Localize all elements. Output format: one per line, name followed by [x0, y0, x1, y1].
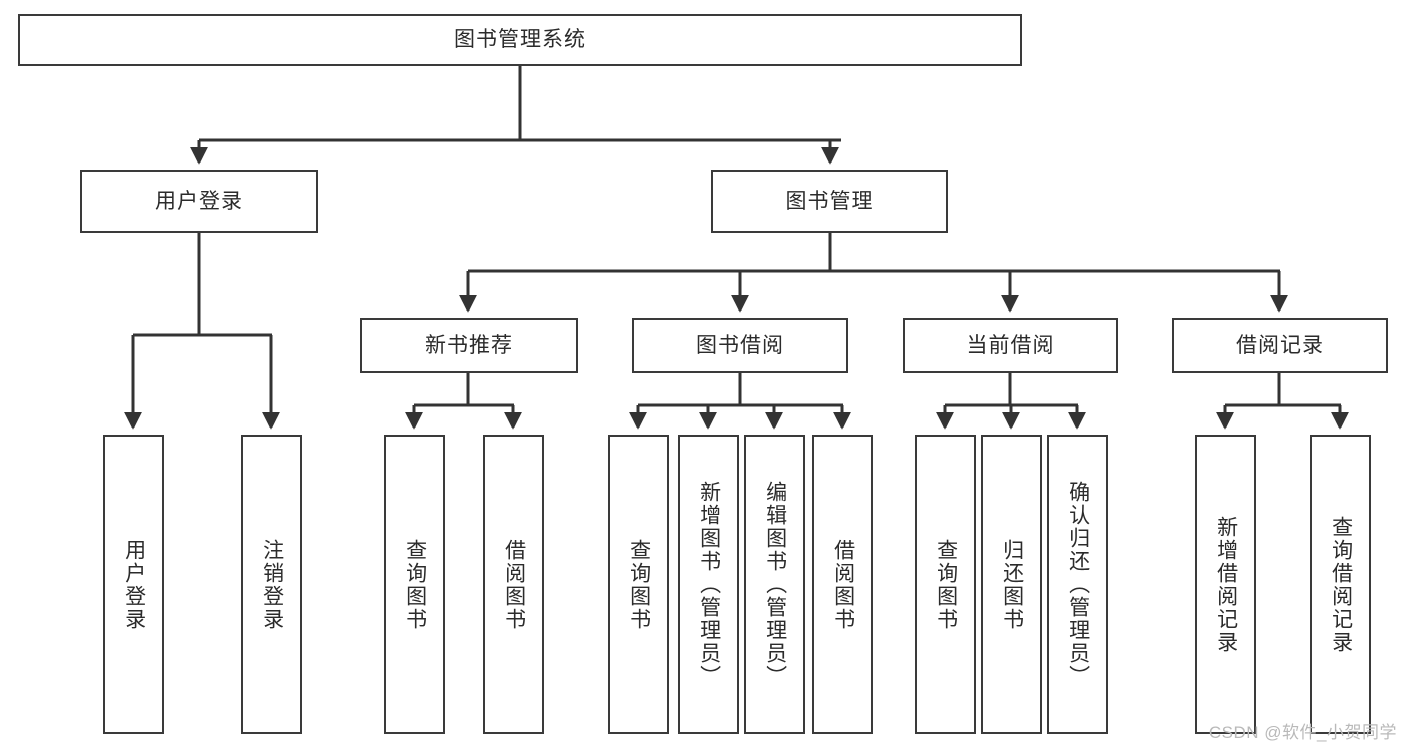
node-root-system-label: 图书管理系统: [454, 28, 586, 52]
node-book-management[interactable]: 图书管理: [711, 170, 948, 233]
leaf-current-borrow-query-label: 查询图书: [934, 538, 958, 631]
node-current-borrow[interactable]: 当前借阅: [903, 318, 1118, 373]
node-user-login-label: 用户登录: [155, 189, 243, 213]
leaf-new-book-borrow[interactable]: 借阅图书: [483, 435, 544, 734]
leaf-current-borrow-return-label: 归还图书: [1000, 538, 1024, 631]
leaf-book-borrow-add-label: 新增图书（管理员）: [697, 481, 721, 688]
leaf-borrow-record-add[interactable]: 新增借阅记录: [1195, 435, 1256, 734]
leaf-user-login-login[interactable]: 用户登录: [103, 435, 164, 734]
node-book-management-label: 图书管理: [785, 189, 874, 213]
leaf-user-login-logout-label: 注销登录: [260, 538, 284, 631]
node-book-borrow[interactable]: 图书借阅: [632, 318, 848, 373]
leaf-current-borrow-confirm[interactable]: 确认归还（管理员）: [1047, 435, 1108, 734]
leaf-book-borrow-edit[interactable]: 编辑图书（管理员）: [744, 435, 805, 734]
leaf-current-borrow-confirm-label: 确认归还（管理员）: [1066, 481, 1090, 688]
leaf-book-borrow-query-label: 查询图书: [627, 538, 651, 631]
leaf-user-login-logout[interactable]: 注销登录: [241, 435, 302, 734]
node-user-login[interactable]: 用户登录: [80, 170, 318, 233]
leaf-new-book-borrow-label: 借阅图书: [502, 538, 526, 631]
leaf-borrow-record-query[interactable]: 查询借阅记录: [1310, 435, 1371, 734]
leaf-current-borrow-return[interactable]: 归还图书: [981, 435, 1042, 734]
leaf-current-borrow-query[interactable]: 查询图书: [915, 435, 976, 734]
leaf-user-login-login-label: 用户登录: [122, 538, 146, 631]
node-book-borrow-label: 图书借阅: [696, 333, 784, 357]
leaf-book-borrow-query[interactable]: 查询图书: [608, 435, 669, 734]
leaf-book-borrow-borrow[interactable]: 借阅图书: [812, 435, 873, 734]
node-borrow-record[interactable]: 借阅记录: [1172, 318, 1388, 373]
leaf-book-borrow-edit-label: 编辑图书（管理员）: [763, 481, 787, 688]
leaf-new-book-query-label: 查询图书: [403, 538, 427, 631]
leaf-borrow-record-add-label: 新增借阅记录: [1214, 515, 1238, 654]
node-borrow-record-label: 借阅记录: [1236, 333, 1324, 357]
leaf-book-borrow-borrow-label: 借阅图书: [831, 538, 855, 631]
leaf-borrow-record-query-label: 查询借阅记录: [1329, 515, 1353, 654]
node-new-book-recommend[interactable]: 新书推荐: [360, 318, 578, 373]
node-root-system[interactable]: 图书管理系统: [18, 14, 1022, 66]
leaf-new-book-query[interactable]: 查询图书: [384, 435, 445, 734]
node-new-book-recommend-label: 新书推荐: [425, 333, 513, 357]
leaf-book-borrow-add[interactable]: 新增图书（管理员）: [678, 435, 739, 734]
node-current-borrow-label: 当前借阅: [966, 333, 1055, 357]
